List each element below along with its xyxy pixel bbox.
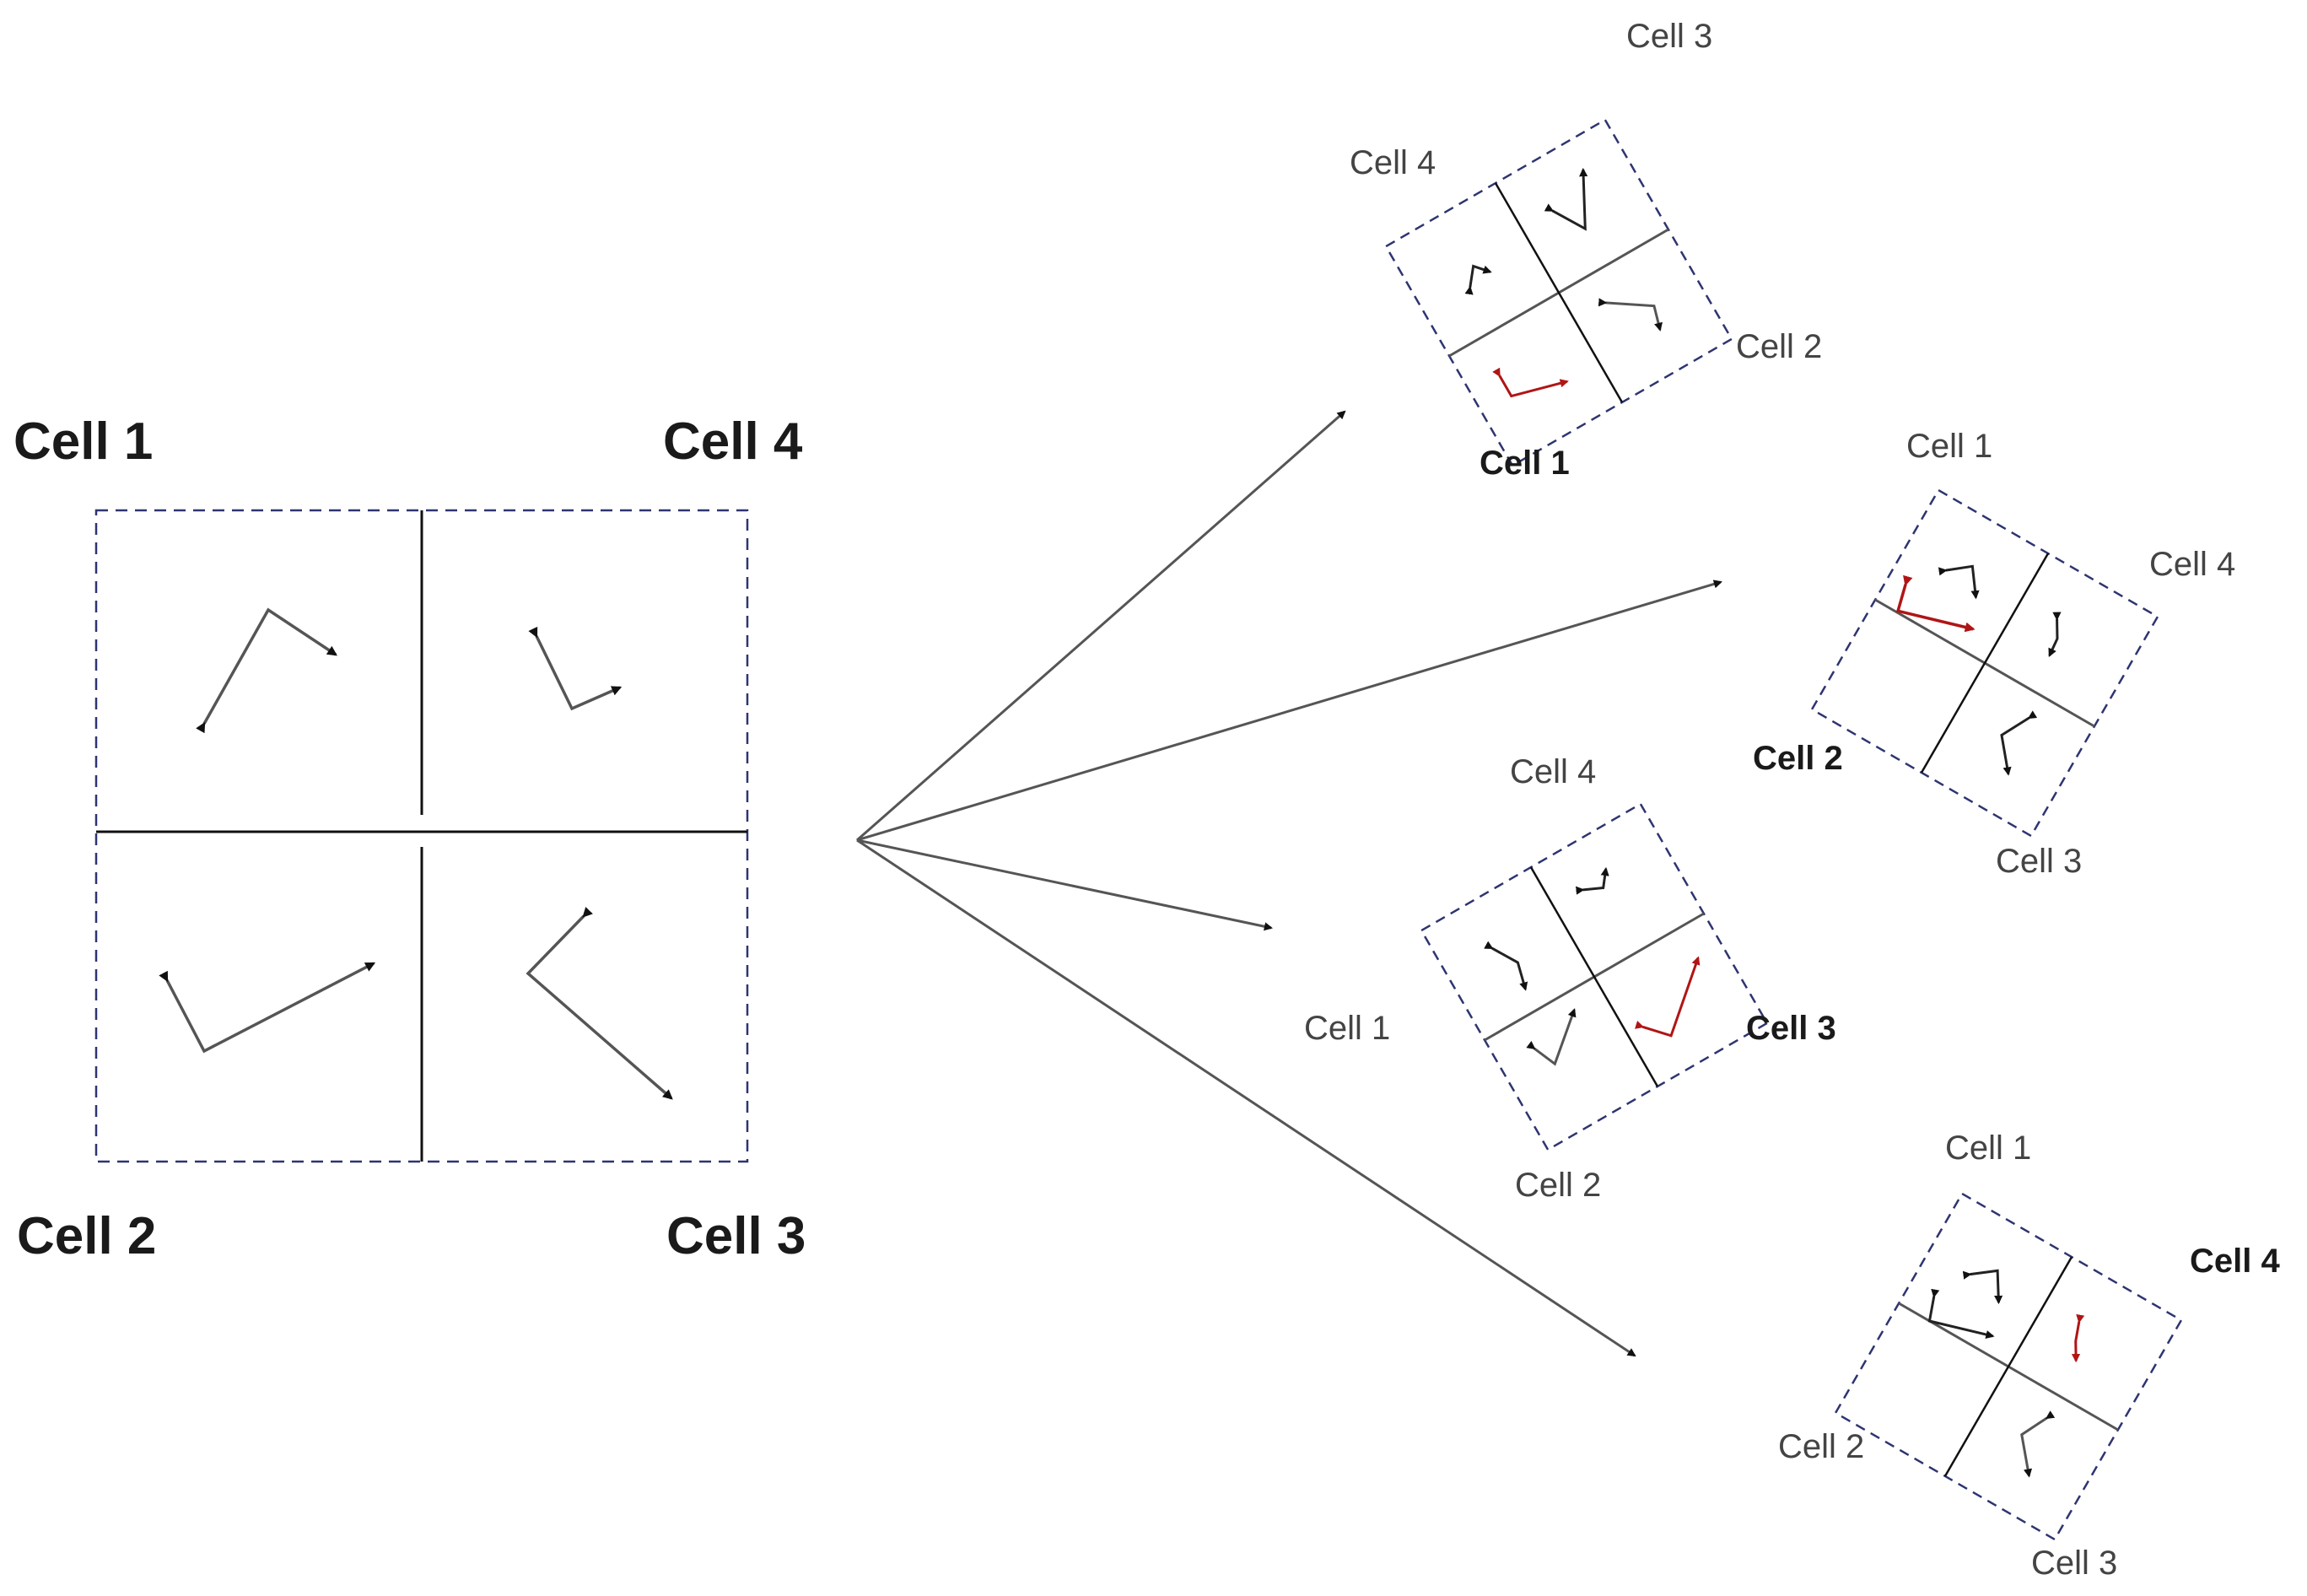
variant-3-vertical-divider <box>1529 866 1659 1087</box>
variant-4-vector-br <box>2020 1410 2056 1478</box>
variant-3-vector-br-highlight <box>1635 956 1701 1038</box>
variant-4-vector-tl <box>1962 1269 2003 1305</box>
main-label-cell2: Cell 2 <box>17 1207 156 1265</box>
variant-3-label-right: Cell 3 <box>1746 1010 1836 1047</box>
variant-4: Cell 1 Cell 4 Cell 2 Cell 3 <box>1778 1130 2280 1582</box>
variant-1-label-bottom: Cell 1 <box>1480 445 1570 482</box>
variant-1-label-left: Cell 4 <box>1350 144 1436 181</box>
main-label-cell3: Cell 3 <box>666 1207 806 1265</box>
variant-3-vector-bl <box>1526 1008 1577 1066</box>
variant-4-vertical-divider <box>1943 1256 2073 1477</box>
variant-2-vector-tl <box>1938 564 1980 600</box>
cell2-vector <box>159 962 376 1054</box>
connector-to-variant-4 <box>856 838 1636 1357</box>
variant-2-vector-tr <box>2048 612 2062 658</box>
variant-4-label-top: Cell 1 <box>1945 1130 2031 1167</box>
cell3-vector <box>526 907 673 1100</box>
variant-1-vector-bl-highlight <box>1492 367 1569 398</box>
connector-to-variant-2 <box>856 580 1722 842</box>
connector-to-variant-1 <box>856 410 1346 842</box>
variant-1-label-right: Cell 2 <box>1736 328 1822 365</box>
variant-2-label-bottom: Cell 3 <box>1996 843 2082 880</box>
variant-4-vector-tr-highlight <box>2071 1313 2085 1363</box>
main-grid-frame <box>94 509 749 1163</box>
main-grid: Cell 1 Cell 4 Cell 2 Cell 3 <box>13 412 806 1265</box>
variant-1-vector-tl <box>1464 264 1492 295</box>
variant-3-label-top: Cell 4 <box>1510 753 1596 790</box>
cell4-vector <box>528 626 623 711</box>
connectors <box>856 410 1722 1357</box>
main-label-cell1: Cell 1 <box>13 412 153 471</box>
variant-3-vector-tl <box>1484 941 1528 991</box>
variant-3: Cell 4 Cell 1 Cell 3 Cell 2 <box>1304 753 1836 1204</box>
variant-4-label-left: Cell 2 <box>1778 1428 1864 1465</box>
variant-3-vector-tr <box>1576 866 1609 895</box>
variant-4-label-bottom: Cell 3 <box>2031 1545 2117 1582</box>
cell1-vector <box>196 607 337 734</box>
main-label-cell4: Cell 4 <box>663 412 803 471</box>
variant-4-label-right: Cell 4 <box>2190 1243 2280 1280</box>
variant-1-label-top: Cell 3 <box>1626 18 1712 55</box>
variant-1-vector-tr <box>1544 167 1588 231</box>
connector-to-variant-3 <box>856 838 1273 931</box>
variant-1: Cell 3 Cell 4 Cell 2 Cell 1 <box>1350 18 1822 482</box>
variant-1-vertical-divider <box>1494 182 1624 403</box>
variant-2: Cell 1 Cell 4 Cell 2 Cell 3 <box>1753 428 2235 880</box>
variant-3-label-bottom: Cell 2 <box>1515 1167 1601 1204</box>
variant-2-label-right: Cell 4 <box>2149 546 2235 583</box>
variant-2-vertical-divider <box>1920 553 2050 774</box>
variant-4-vector-bl <box>1927 1288 1995 1340</box>
variant-3-label-left: Cell 1 <box>1304 1010 1390 1047</box>
variant-1-vector-br <box>1598 298 1663 332</box>
variant-2-label-top: Cell 1 <box>1906 428 1992 465</box>
variant-2-vector-bl-highlight <box>1895 574 1976 633</box>
variant-2-vector-br <box>2000 710 2038 776</box>
variant-2-label-left: Cell 2 <box>1753 740 1843 777</box>
